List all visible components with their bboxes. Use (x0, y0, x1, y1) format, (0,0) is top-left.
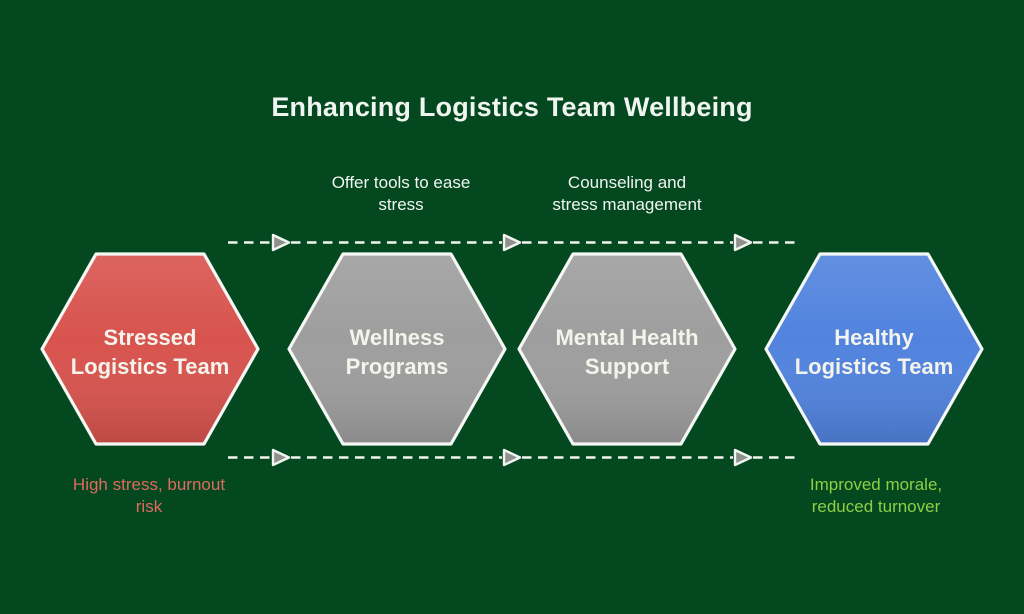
diagram-title: Enhancing Logistics Team Wellbeing (271, 92, 753, 122)
hexagon-shade (519, 254, 735, 444)
hexagon-icon (287, 252, 507, 446)
node-label: Wellness Programs (345, 324, 449, 379)
arrowhead-icon (733, 233, 753, 252)
node-wellness-programs: Wellness Programs (287, 252, 507, 446)
transition-label-wellness: Offer tools to ease stress (331, 173, 471, 214)
hexagon-border (287, 252, 507, 446)
hexagon-shade (766, 254, 982, 444)
hexagon-icon (517, 252, 737, 446)
hexagon-shade (289, 254, 505, 444)
hexagon-icon (40, 252, 260, 446)
node-mental-health-support: Mental Health Support (517, 252, 737, 446)
annotation-positive: Improved morale, reduced turnover (809, 475, 943, 516)
hexagon-icon (764, 252, 984, 446)
node-label: Mental Health Support (555, 324, 699, 379)
hexagon-border (517, 252, 737, 446)
arrowhead-icon (502, 233, 522, 252)
arrowhead-icon (271, 233, 291, 252)
hexagon-shade (42, 254, 258, 444)
arrowhead-icon (502, 448, 522, 467)
hexagon-border (40, 252, 260, 446)
node-label: Stressed Logistics Team (70, 324, 230, 379)
transition-label-counseling: Counseling and stress management (552, 173, 702, 214)
annotation-negative: High stress, burnout risk (72, 475, 226, 516)
arrowhead-icon (271, 448, 291, 467)
node-label: Healthy Logistics Team (794, 324, 954, 379)
arrowhead-icon (733, 448, 753, 467)
node-healthy-logistics-team: Healthy Logistics Team (764, 252, 984, 446)
node-stressed-logistics-team: Stressed Logistics Team (40, 252, 260, 446)
hexagon-border (764, 252, 984, 446)
